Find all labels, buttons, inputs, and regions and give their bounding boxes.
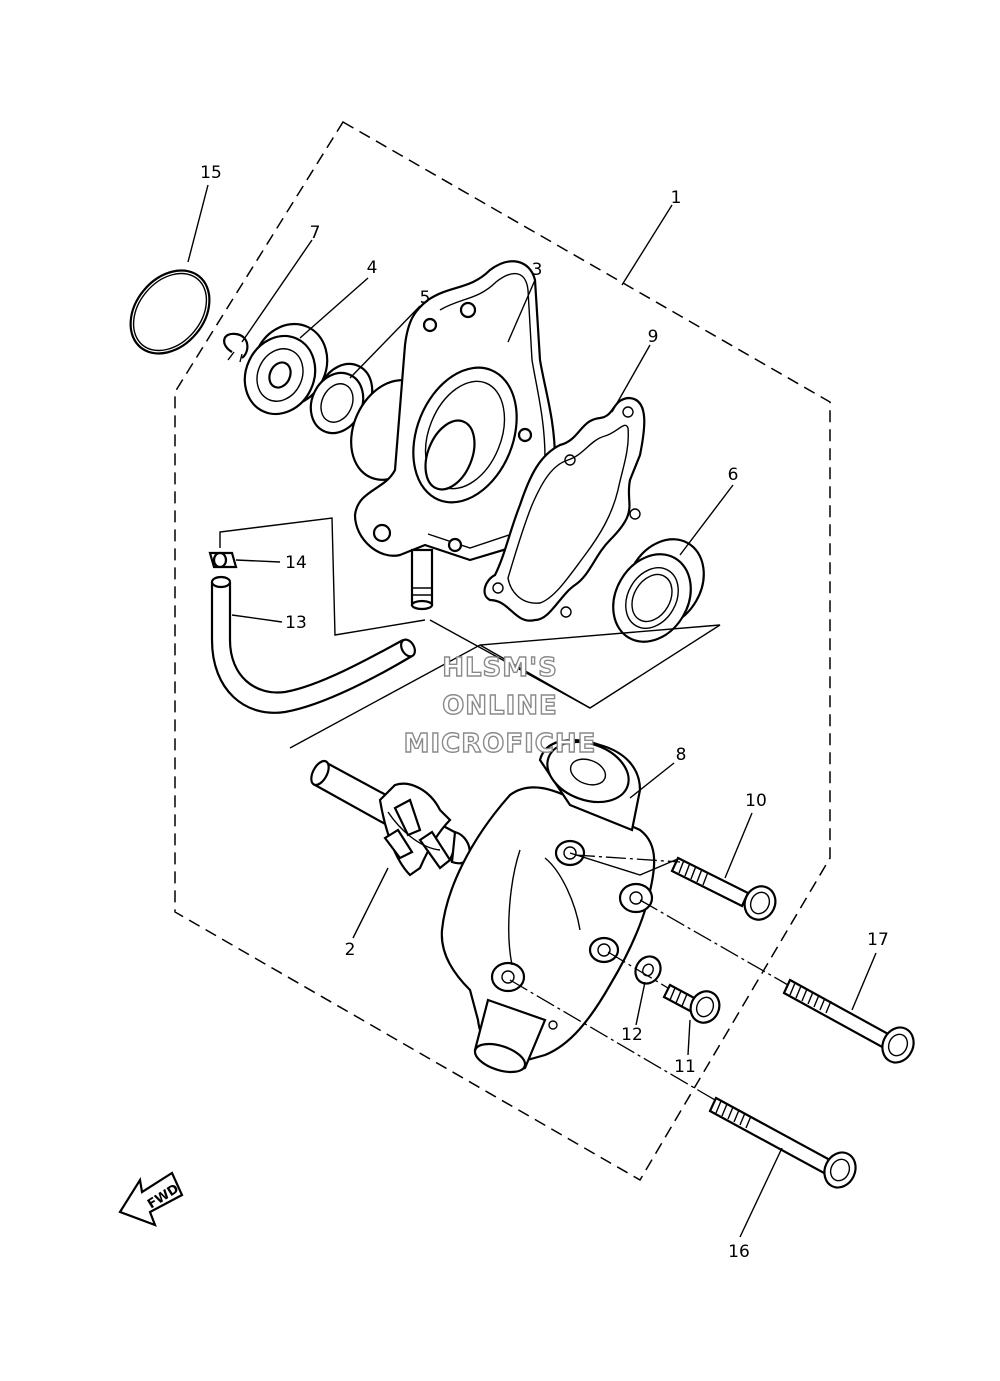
leader-lines: [187, 184, 877, 1238]
assembly-lines: [219, 517, 789, 1101]
callout-11: 11: [674, 1057, 696, 1077]
watermark-line-1: HLSM'S: [442, 653, 558, 683]
fwd-arrow-icon: FWD: [118, 1171, 184, 1227]
part-16-bolt[interactable]: [708, 1096, 861, 1193]
part-7-circlip[interactable]: [223, 332, 249, 363]
part-10-bolt[interactable]: [670, 856, 781, 925]
callout-10: 10: [745, 791, 767, 811]
part-14-hose-clamp[interactable]: [208, 551, 238, 569]
part-13-hose[interactable]: [210, 575, 418, 714]
part-6-oil-seal[interactable]: [598, 525, 719, 656]
callout-16: 16: [728, 1242, 750, 1262]
part-17-bolt[interactable]: [782, 978, 919, 1068]
callout-4: 4: [367, 258, 378, 278]
callout-1: 1: [671, 188, 682, 208]
watermark-line-2: ONLINE: [442, 691, 558, 721]
callout-12: 12: [621, 1025, 643, 1045]
watermark: HLSM'S ONLINE MICROFICHE: [403, 652, 597, 759]
part-8-pump-cover[interactable]: [440, 731, 656, 1077]
callout-5: 5: [420, 288, 431, 308]
callout-13: 13: [285, 613, 307, 633]
callout-8: 8: [676, 745, 687, 765]
part-11-bolt[interactable]: [662, 983, 724, 1027]
part-15-o-ring[interactable]: [114, 255, 225, 369]
callout-9: 9: [648, 327, 659, 347]
part-4-bearing[interactable]: [232, 312, 340, 426]
part-12-washer[interactable]: [631, 952, 666, 988]
watermark-line-3: MICROFICHE: [404, 729, 597, 759]
part-2-impeller-shaft[interactable]: [308, 758, 471, 877]
callouts: 1 2 3 4 5 6 7 8 9 10 11 12 13 14 15 16 1…: [200, 163, 889, 1262]
callout-6: 6: [728, 465, 739, 485]
part-9-gasket[interactable]: [483, 396, 646, 622]
callout-7: 7: [310, 223, 321, 243]
callout-15: 15: [200, 163, 222, 183]
assembly-boundary: [174, 120, 831, 1182]
callout-2: 2: [345, 940, 356, 960]
callout-14: 14: [285, 553, 307, 573]
callout-17: 17: [867, 930, 889, 950]
callout-3: 3: [532, 260, 543, 280]
